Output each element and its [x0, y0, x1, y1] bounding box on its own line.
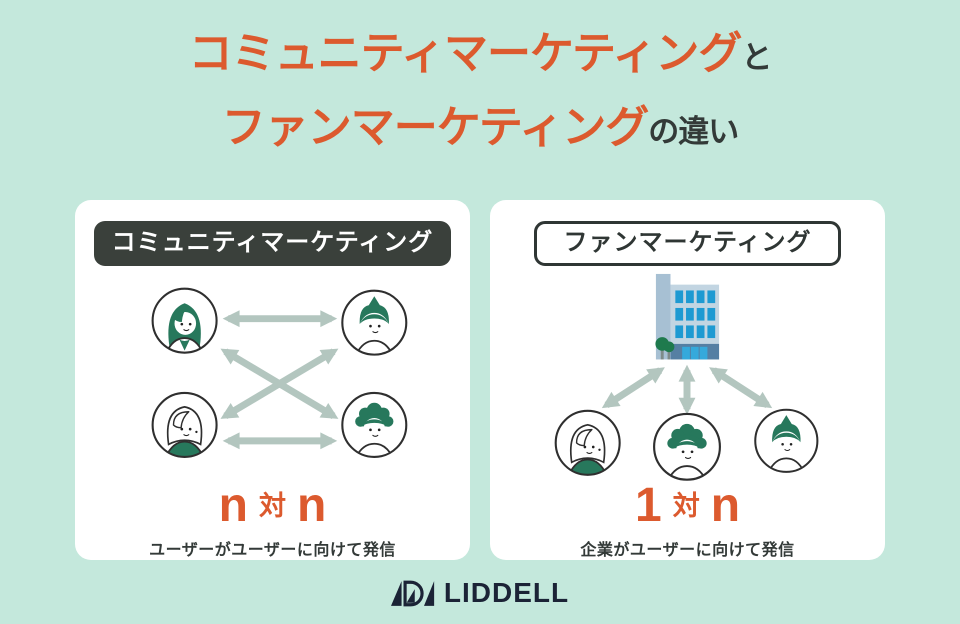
community-marketing-card: コミュニティマーケティング n 対 n ユーザーがユーザーに向けて発信 [75, 200, 470, 560]
community-relation: n 対 n [219, 480, 327, 532]
liddell-logo-text: LIDDELL [443, 577, 570, 608]
title-line-2: ファンマーケティングの違い [0, 96, 960, 170]
fan-broadcast-diagram [490, 273, 885, 483]
avatar-man-curly-icon [654, 414, 720, 483]
liddell-logo-mark-icon [390, 580, 435, 606]
community-caption: ユーザーがユーザーに向けて発信 [149, 542, 396, 559]
two-way-arrow-right [709, 367, 773, 408]
relation-right: n [710, 479, 741, 533]
avatar-man-curly-icon [342, 393, 406, 460]
avatar-woman-bob-icon [153, 288, 217, 355]
relation-right: n [297, 479, 327, 533]
page-title: コミュニティマーケティングと ファンマーケティングの違い [0, 0, 960, 170]
two-way-arrow-diagonal-2 [220, 348, 339, 419]
two-way-arrow-left [601, 367, 665, 408]
relation-left: 1 [634, 479, 662, 533]
footer-brand: LIDDELL [0, 577, 960, 609]
relation-vs: 対 [672, 490, 700, 521]
title-connector: と [741, 40, 772, 75]
avatar-man-short-icon [755, 410, 817, 475]
fan-card-badge: ファンマーケティング [534, 221, 841, 266]
title-suffix: の違い [648, 114, 739, 149]
title-keyword-fan: ファンマーケティング [221, 103, 649, 152]
fan-relation: 1 対 n [635, 480, 740, 532]
title-line-1: コミュニティマーケティングと [0, 22, 960, 96]
fan-caption: 企業がユーザーに向けて発信 [580, 542, 795, 559]
community-network-diagram [75, 272, 470, 483]
avatar-woman-gray-icon [153, 393, 217, 460]
avatar-man-short-icon [342, 290, 406, 357]
company-building-icon [655, 273, 720, 360]
comparison-cards: コミュニティマーケティング n 対 n ユーザーがユーザーに向けて発信 [0, 200, 960, 560]
title-keyword-community: コミュニティマーケティング [188, 29, 743, 78]
avatar-woman-gray-icon [556, 411, 620, 478]
relation-left: n [218, 479, 248, 533]
community-card-badge: コミュニティマーケティング [93, 221, 452, 266]
fan-marketing-card: ファンマーケティング 1 対 n 企業がユーザーに向けて発信 [490, 200, 885, 560]
relation-vs: 対 [259, 490, 286, 521]
